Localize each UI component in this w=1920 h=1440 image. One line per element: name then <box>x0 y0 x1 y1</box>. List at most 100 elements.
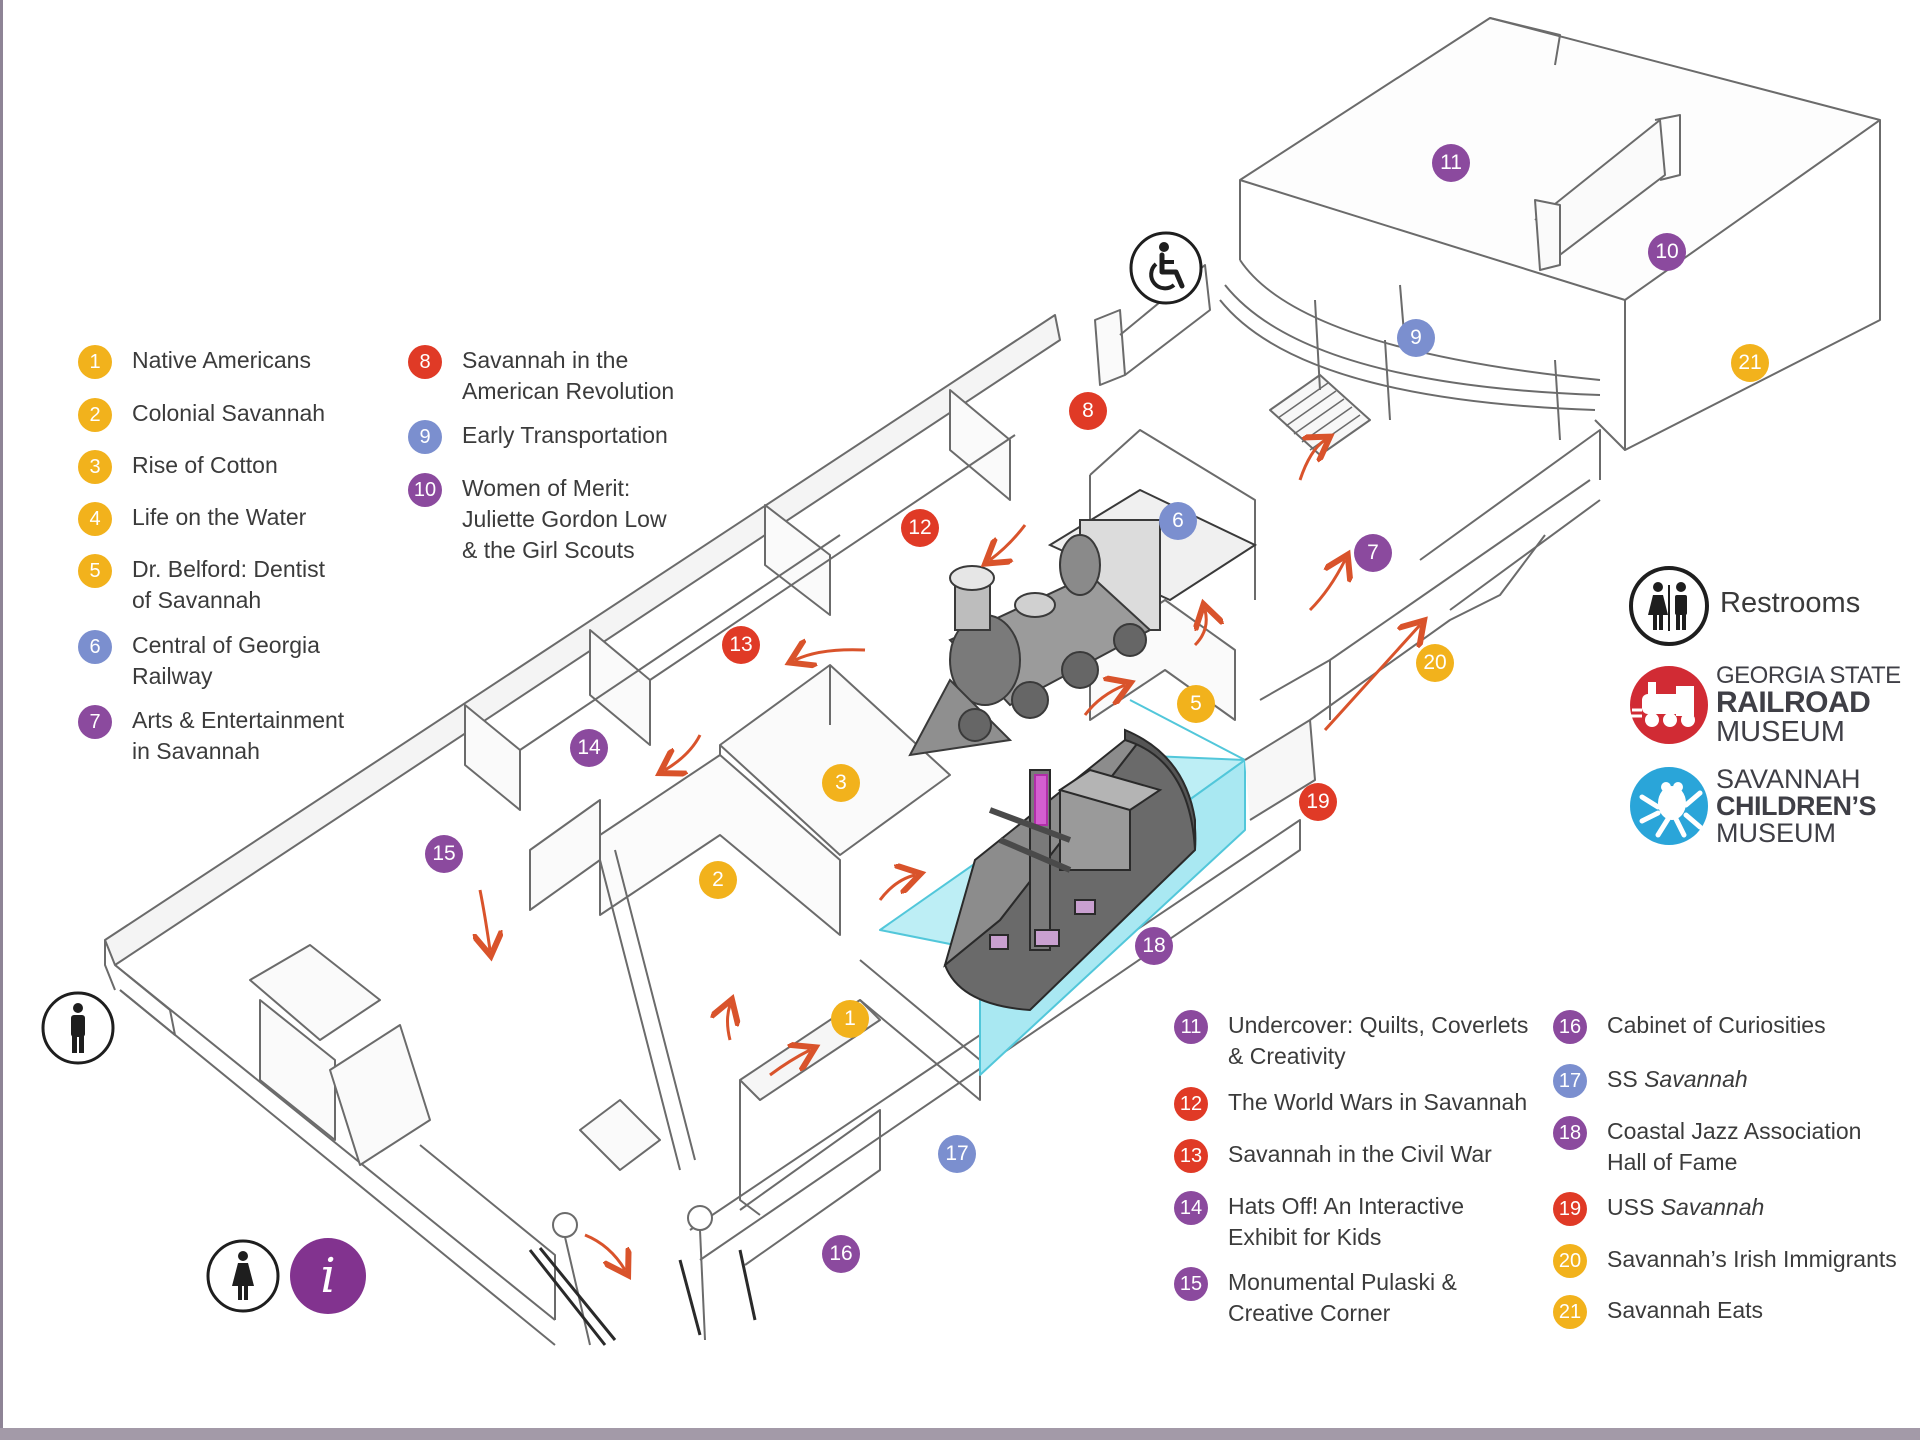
legend-label: Undercover: Quilts, Coverlets& Creativit… <box>1228 1012 1529 1069</box>
legend-label: Rise of Cotton <box>132 452 278 478</box>
map-marker-15[interactable]: 15 <box>425 835 463 873</box>
legend-label: Women of Merit:Juliette Gordon Low& the … <box>462 475 667 563</box>
childrens-logo-line2: CHILDREN’S <box>1716 791 1877 821</box>
map-marker-19[interactable]: 19 <box>1299 783 1337 821</box>
legend-badge: 14 <box>1174 1191 1208 1225</box>
legend-item-19: 19 USS Savannah <box>1553 1192 1764 1226</box>
map-marker-10[interactable]: 10 <box>1648 233 1686 271</box>
legend-item-12: 12 The World Wars in Savannah <box>1174 1087 1527 1121</box>
legend-badge: 11 <box>1174 1010 1208 1044</box>
legend-label: Savannah in the Civil War <box>1228 1141 1492 1167</box>
map-marker-16[interactable]: 16 <box>822 1235 860 1273</box>
map-marker-11[interactable]: 11 <box>1432 144 1470 182</box>
legend-label: Savannah’s Irish Immigrants <box>1607 1246 1897 1272</box>
marker-number: 5 <box>1190 692 1202 715</box>
legend-badge: 1 <box>78 345 112 379</box>
map-marker-20[interactable]: 20 <box>1416 644 1454 682</box>
map-marker-12[interactable]: 12 <box>901 509 939 547</box>
railroad-logo-line1: GEORGIA STATE <box>1716 662 1901 689</box>
legend-badge: 18 <box>1553 1116 1587 1150</box>
map-marker-13[interactable]: 13 <box>722 626 760 664</box>
map-marker-2[interactable]: 2 <box>699 861 737 899</box>
marker-number: 15 <box>432 842 456 865</box>
legend-label: Colonial Savannah <box>132 400 326 426</box>
map-marker-17[interactable]: 17 <box>938 1135 976 1173</box>
bottom-border <box>0 1428 1920 1440</box>
map-marker-7[interactable]: 7 <box>1354 534 1392 572</box>
legend-badge: 17 <box>1553 1064 1587 1098</box>
legend-badge: 21 <box>1553 1295 1587 1329</box>
railroad-logo-icon <box>1630 666 1708 744</box>
marker-number: 10 <box>1655 240 1679 263</box>
railroad-logo-line2: RAILROAD <box>1716 686 1871 719</box>
marker-number: 21 <box>1738 351 1762 374</box>
legend-badge: 16 <box>1553 1010 1587 1044</box>
marker-number: 17 <box>945 1142 969 1165</box>
map-marker-1[interactable]: 1 <box>831 1000 869 1038</box>
map-marker-6[interactable]: 6 <box>1159 502 1197 540</box>
map-marker-8[interactable]: 8 <box>1069 392 1107 430</box>
marker-number: 20 <box>1423 651 1447 674</box>
legend-item-20: 20 Savannah’s Irish Immigrants <box>1553 1244 1897 1278</box>
childrens-logo-line1: SAVANNAH <box>1716 764 1861 794</box>
legend-badge: 3 <box>78 450 112 484</box>
female-restroom-icon <box>206 1239 280 1313</box>
map-marker-5[interactable]: 5 <box>1177 685 1215 723</box>
legend-label: SS Savannah <box>1607 1066 1748 1092</box>
ship-icon <box>943 728 1197 1012</box>
legend-badge: 7 <box>78 705 112 739</box>
marker-number: 13 <box>729 633 753 656</box>
legend-badge: 20 <box>1553 1244 1587 1278</box>
map-marker-9[interactable]: 9 <box>1397 319 1435 357</box>
frog-icon <box>1630 767 1708 845</box>
marker-number: 8 <box>1082 399 1094 422</box>
legend-item-3: 3 Rise of Cotton <box>78 450 278 484</box>
legend-item-16: 16 Cabinet of Curiosities <box>1553 1010 1826 1044</box>
marker-number: 1 <box>844 1007 856 1030</box>
legend-label: Early Transportation <box>462 422 668 448</box>
marker-number: 12 <box>908 516 932 539</box>
map-marker-14[interactable]: 14 <box>570 729 608 767</box>
restrooms-label: Restrooms <box>1720 587 1861 619</box>
legend-label: Life on the Water <box>132 504 307 530</box>
restroom-icon <box>1629 566 1709 646</box>
legend-item-2: 2 Colonial Savannah <box>78 398 325 432</box>
marker-number: 11 <box>1440 151 1462 174</box>
route-arrows <box>480 440 1420 1270</box>
legend-label: Savannah Eats <box>1607 1297 1764 1323</box>
legend-item-4: 4 Life on the Water <box>78 502 306 536</box>
marker-number: 6 <box>1172 509 1184 532</box>
marker-number: 2 <box>712 868 724 891</box>
locomotive-icon <box>908 488 1258 757</box>
marker-number: 9 <box>1410 326 1422 349</box>
marker-number: 18 <box>1142 934 1166 957</box>
marker-number: 14 <box>577 736 601 759</box>
map-marker-18[interactable]: 18 <box>1135 927 1173 965</box>
map-marker-3[interactable]: 3 <box>822 764 860 802</box>
legend-badge: 4 <box>78 502 112 536</box>
legend-item-17: 17 SS Savannah <box>1553 1064 1748 1098</box>
legend-badge: 9 <box>408 420 442 454</box>
legend-badge: 15 <box>1174 1267 1208 1301</box>
railroad-logo-line3: MUSEUM <box>1716 716 1845 748</box>
marker-number: 16 <box>829 1242 853 1265</box>
legend-badge: 8 <box>408 345 442 379</box>
wheelchair-icon <box>1129 231 1203 305</box>
legend-item-10: 10 Women of Merit:Juliette Gordon Low& t… <box>408 473 667 566</box>
legend-badge: 10 <box>408 473 442 507</box>
map-marker-21[interactable]: 21 <box>1731 344 1769 382</box>
info-icon[interactable]: i <box>290 1238 366 1314</box>
legend-badge: 6 <box>78 630 112 664</box>
legend-item-11: 11 Undercover: Quilts, Coverlets& Creati… <box>1174 1010 1528 1072</box>
legend-badge: 19 <box>1553 1192 1587 1226</box>
legend-badge: 2 <box>78 398 112 432</box>
